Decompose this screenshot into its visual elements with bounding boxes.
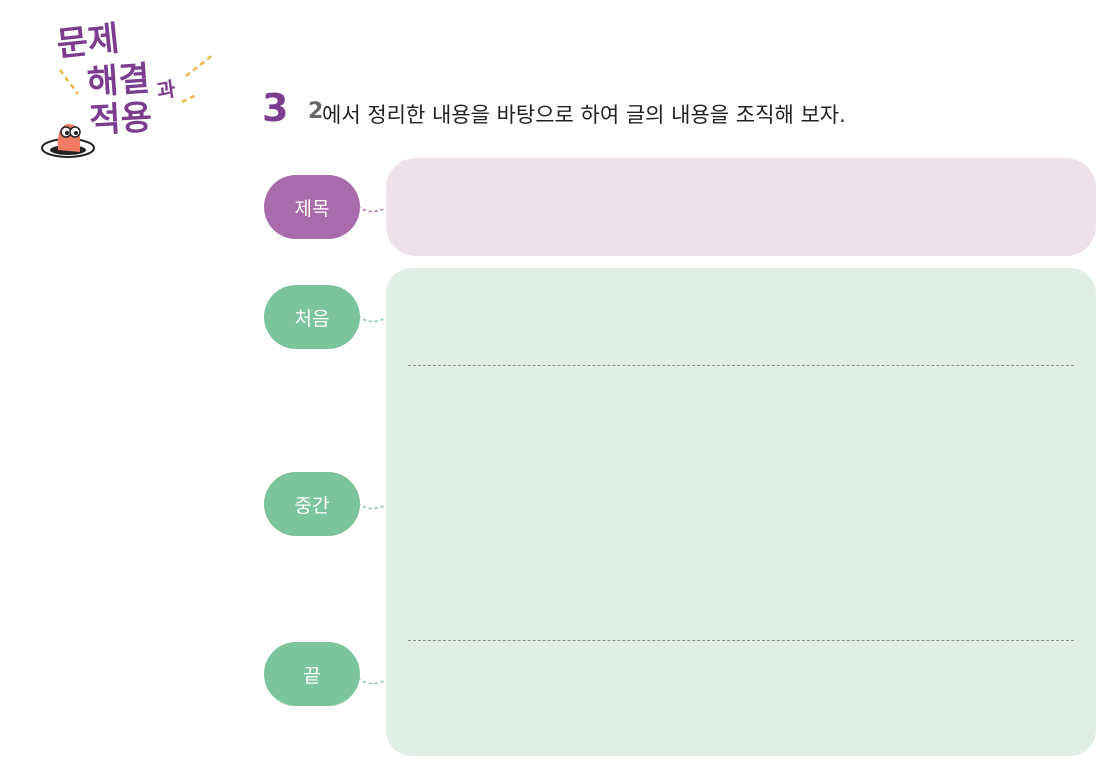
question-number: 3 [262,86,288,130]
section-logo: 문제 해결 과 적용 [36,14,226,174]
question-reference: 2 [308,99,324,124]
title-connector [356,200,388,220]
begin-label: 처음 [264,285,360,349]
divider-begin-middle [408,365,1074,366]
title-label: 제목 [264,175,360,239]
middle-label: 중간 [264,472,360,536]
body-answer-box[interactable] [386,268,1096,756]
logo-line-2: 해결 [86,59,151,103]
begin-connector [356,310,388,330]
end-label: 끝 [264,642,360,706]
logo-line-3: 과 [155,77,177,103]
logo-line-1: 문제 [55,19,121,65]
question-text: 에서 정리한 내용을 바탕으로 하여 글의 내용을 조직해 보자. [322,103,846,127]
title-answer-box[interactable] [386,158,1096,256]
middle-connector [356,497,388,517]
logo-line-4: 적용 [88,98,153,141]
end-connector [356,672,388,692]
divider-middle-end [408,640,1074,641]
problem-solving-logo-icon: 문제 해결 과 적용 [41,19,215,158]
